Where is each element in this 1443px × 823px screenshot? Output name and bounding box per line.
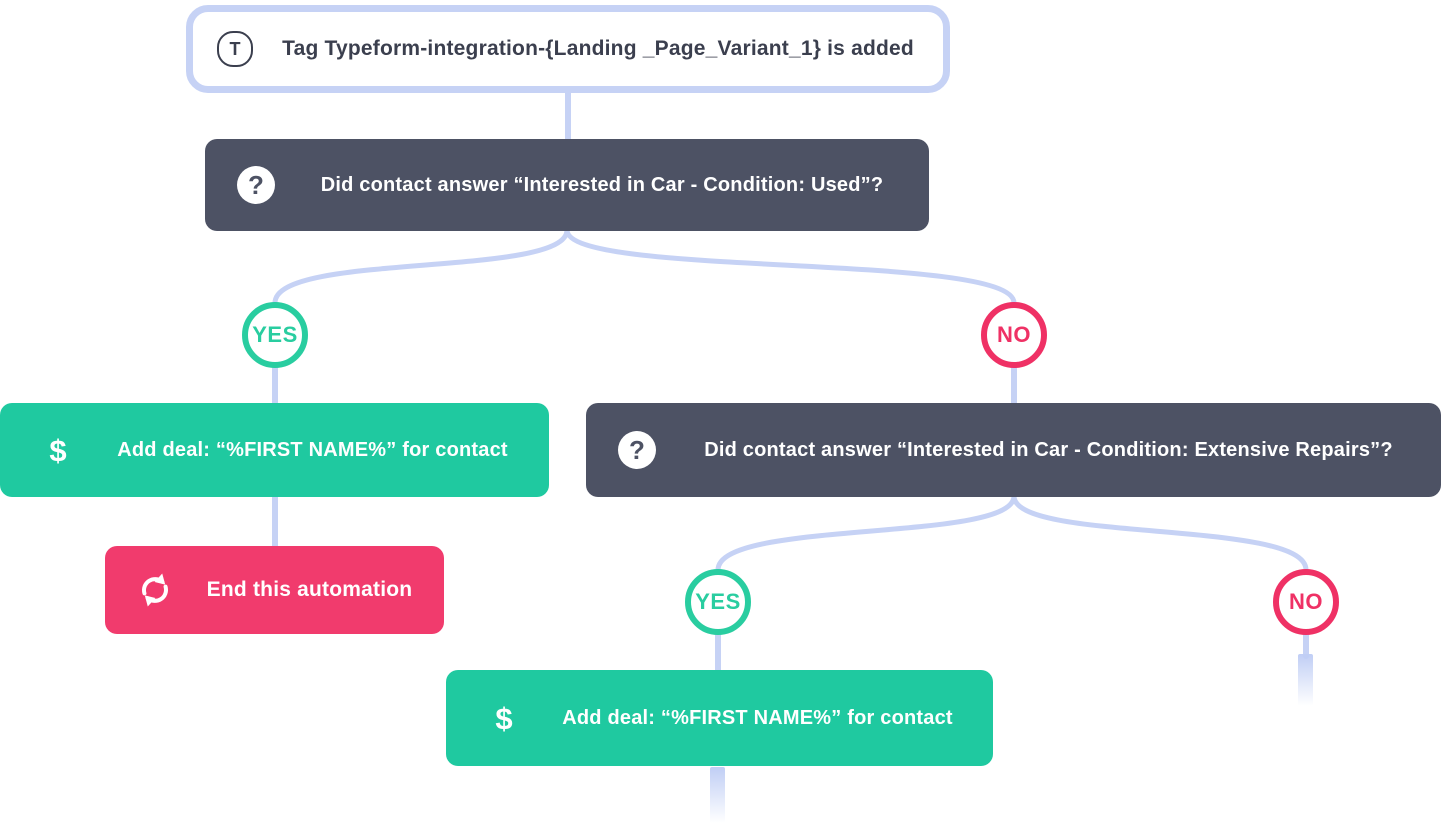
no-badge-1[interactable]: NO	[981, 302, 1047, 368]
tag-icon: T	[217, 31, 253, 67]
question-label: Did contact answer “Interested in Car - …	[704, 438, 1393, 461]
connector-fade-after-no2	[1298, 654, 1313, 706]
dollar-icon: $	[49, 432, 67, 468]
add-deal-label: Add deal: “%FIRST NAME%” for contact	[117, 438, 508, 461]
dollar-icon: $	[495, 700, 513, 736]
end-automation-label: End this automation	[206, 578, 413, 601]
add-deal-label: Add deal: “%FIRST NAME%” for contact	[562, 706, 953, 729]
question-icon: ?	[237, 166, 275, 204]
add-deal-node-1[interactable]: $ Add deal: “%FIRST NAME%” for contact	[0, 403, 549, 497]
yes-badge-1[interactable]: YES	[242, 302, 308, 368]
end-automation-node[interactable]: End this automation	[105, 546, 444, 634]
question-icon: ?	[618, 431, 656, 469]
connector-fade-after-deal2	[710, 767, 725, 823]
no-badge-2[interactable]: NO	[1273, 569, 1339, 635]
question-label: Did contact answer “Interested in Car - …	[320, 173, 884, 196]
trigger-label: Tag Typeform-integration-{Landing _Page_…	[282, 37, 914, 60]
trigger-node-tag-added[interactable]: T Tag Typeform-integration-{Landing _Pag…	[186, 5, 950, 93]
add-deal-node-2[interactable]: $ Add deal: “%FIRST NAME%” for contact	[446, 670, 993, 766]
sync-icon	[142, 573, 168, 607]
question-node-condition-extensive-repairs[interactable]: ? Did contact answer “Interested in Car …	[586, 403, 1441, 497]
question-node-condition-used[interactable]: ? Did contact answer “Interested in Car …	[205, 139, 929, 231]
yes-badge-2[interactable]: YES	[685, 569, 751, 635]
